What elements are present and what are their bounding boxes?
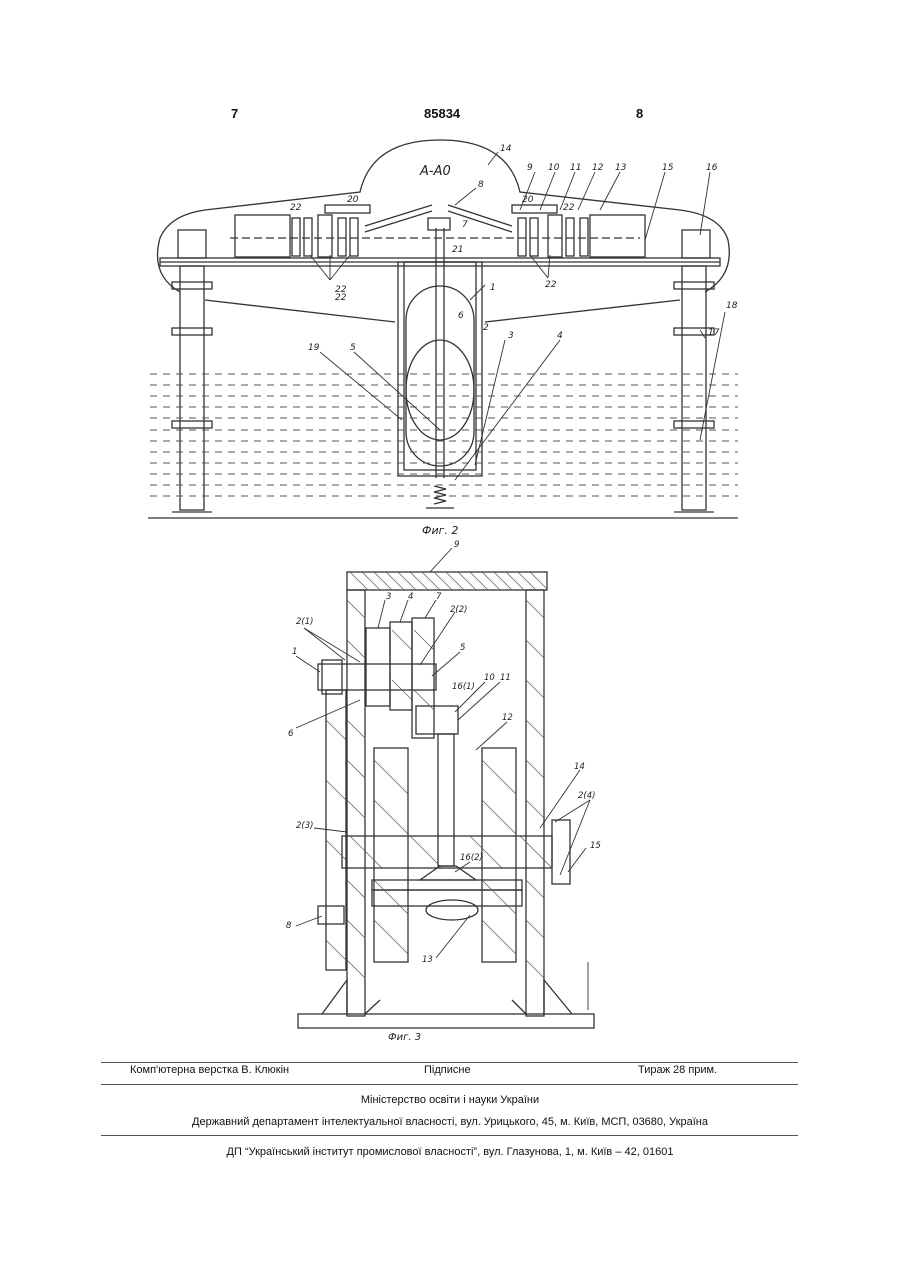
fig3-label-12: 12 <box>502 713 513 723</box>
fig3-label-2-4: 2(4) <box>578 791 595 801</box>
subscription-note: Підписне <box>424 1064 471 1076</box>
figure-3-drawing: 9 3 4 7 2(1) 2(2) 5 1 16(1) 10 11 6 12 1… <box>0 0 900 1045</box>
fig3-label-11: 11 <box>500 673 511 683</box>
fig3-label-16-1: 16(1) <box>452 682 475 692</box>
footer-rule-middle <box>101 1084 798 1085</box>
footer-rule-bottom <box>101 1135 798 1136</box>
fig3-label-4: 4 <box>408 592 413 602</box>
svg-text:9 3 4 7 2(1): 9 3 4 7 2(1) 2(2) 5 1 16(1) 10 11 6 12 1… <box>286 540 604 965</box>
fig3-label-10: 10 <box>484 673 495 683</box>
fig3-label-1: 1 <box>292 647 297 657</box>
fig3-label-9: 9 <box>454 540 459 550</box>
fig3-label-8: 8 <box>286 921 292 931</box>
ministry-line: Міністерство освіти і науки України <box>0 1094 900 1106</box>
fig3-label-15: 15 <box>590 841 601 851</box>
fig3-label-6: 6 <box>288 729 294 739</box>
figure-3-caption: Фиг. 3 <box>388 1032 421 1043</box>
fig3-label-2-2: 2(2) <box>450 605 467 615</box>
circulation-note: Тираж 28 прим. <box>638 1064 717 1076</box>
fig3-label-7: 7 <box>436 592 442 602</box>
fig3-label-14: 14 <box>574 762 585 772</box>
fig3-label-2-3: 2(3) <box>296 821 313 831</box>
fig3-label-2-1: 2(1) <box>296 617 313 627</box>
footer-rule-top <box>101 1062 798 1063</box>
department-line: Державний департамент інтелектуальної вл… <box>0 1116 900 1128</box>
fig3-label-16-2: 16(2) <box>460 853 483 863</box>
fig3-label-5: 5 <box>460 643 465 653</box>
fig3-label-3: 3 <box>386 592 391 602</box>
institute-line: ДП “Український інститут промислової вла… <box>0 1146 900 1158</box>
layout-credit: Комп'ютерна верстка В. Клюкін <box>130 1064 289 1076</box>
fig3-label-13: 13 <box>422 955 433 965</box>
